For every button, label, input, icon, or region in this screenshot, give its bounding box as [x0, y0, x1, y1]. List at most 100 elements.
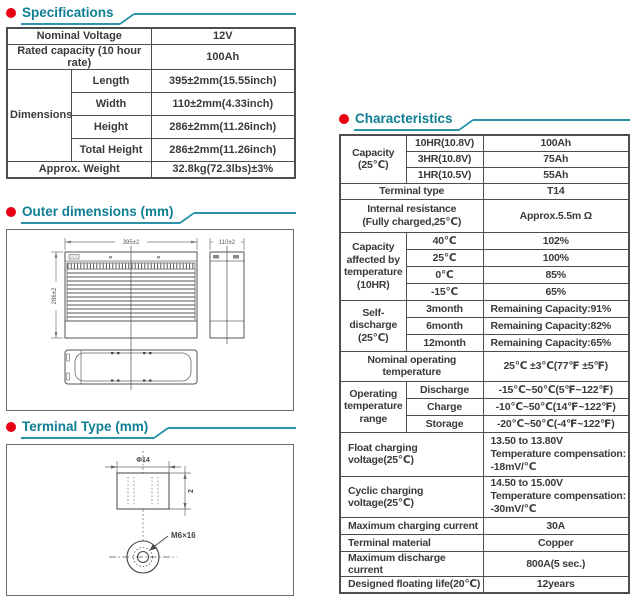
spec-value: 286±2mm(11.26inch) — [150, 114, 296, 139]
characteristics-header: Characteristics — [339, 110, 630, 132]
char-value: 102% — [482, 231, 630, 250]
char-label: Terminal material — [339, 533, 484, 552]
spec-label: Nominal Voltage — [6, 27, 152, 45]
table-row: Storage -20℃~50℃(-4℉~122℉) — [340, 414, 630, 433]
specifications-header: Specifications — [6, 4, 296, 26]
char-value: Copper — [482, 533, 630, 552]
characteristics-table: Capacity (25℃) 10HR(10.8V) 100Ah 3HR(10.… — [339, 134, 630, 594]
header-rule — [472, 119, 630, 121]
table-row: Total Height 286±2mm(11.26inch) — [7, 137, 296, 162]
char-value: 30A — [482, 516, 630, 535]
char-label: Terminal type — [339, 182, 484, 200]
table-row: Maximum discharge current 800A(5 sec.) — [339, 550, 630, 577]
char-label: Cyclic charging voltage(25℃) — [339, 475, 484, 518]
char-value: 13.50 to 13.80V Temperature compensation… — [482, 431, 630, 477]
spec-value: 12V — [150, 27, 296, 45]
spec-label: Height — [70, 114, 152, 139]
char-label: Designed floating life(20℃) — [339, 575, 484, 594]
table-row: Terminal material Copper — [339, 533, 630, 552]
bullet-icon — [6, 8, 16, 18]
spec-label: Rated capacity (10 hour rate) — [6, 43, 152, 70]
section-title: Terminal Type (mm) — [21, 418, 155, 439]
char-value: Approx.5.5m Ω — [482, 198, 630, 233]
char-value: -20℃~50℃(-4℉~122℉) — [482, 414, 630, 433]
height-dim-label: 286±2 — [52, 287, 58, 304]
table-row: Nominal operating temperature 25℃ ±3℃(77… — [339, 350, 630, 382]
char-group-label: Capacity (25℃) — [339, 134, 407, 184]
char-label: Maximum charging current — [339, 516, 484, 535]
header-rule — [193, 212, 296, 214]
table-row: Height 286±2mm(11.26inch) — [7, 114, 296, 139]
hidden-lines — [127, 477, 159, 505]
spec-label: Width — [70, 91, 152, 116]
table-row: Width 110±2mm(4.33inch) — [7, 91, 296, 116]
char-label: Float charging voltage(25℃) — [339, 431, 484, 477]
terminal-detail-drawing: Φ14 2 M6×16 — [105, 451, 196, 574]
right-column: Characteristics Capacity (25℃) 10HR(10.8… — [339, 110, 630, 594]
char-value: 55Ah — [482, 166, 630, 184]
char-value: 12years — [482, 575, 630, 594]
char-condition: 12month — [405, 333, 484, 352]
table-row: Rated capacity (10 hour rate) 100Ah — [6, 43, 296, 70]
table-row: 6month Remaining Capacity:82% — [340, 316, 630, 335]
char-condition: 3HR(10.8V) — [405, 150, 484, 168]
table-row: Maximum charging current 30A — [339, 516, 630, 535]
char-group-label: Operating temperature range — [339, 380, 407, 433]
char-condition: 3month — [405, 299, 484, 318]
table-row: Capacity (25℃) 10HR(10.8V) 100Ah — [339, 134, 630, 184]
table-row: Charge -10℃~50℃(14℉~122℉) — [340, 397, 630, 416]
char-value: 100Ah — [482, 134, 630, 152]
char-value: 85% — [482, 265, 630, 284]
char-condition: 6month — [405, 316, 484, 335]
specifications-table: Nominal Voltage 12V Rated capacity (10 h… — [6, 27, 296, 179]
table-row: Operating temperature range Discharge -1… — [339, 380, 630, 433]
table-row: 1HR(10.5V) 55Ah — [340, 166, 630, 184]
header-swoosh-icon — [458, 119, 473, 131]
char-value: Remaining Capacity:82% — [482, 316, 630, 335]
section-title: Characteristics — [354, 110, 459, 131]
char-label: Nominal operating temperature — [339, 350, 484, 382]
spec-value: 395±2mm(15.55inch) — [150, 68, 296, 93]
char-group-label: Self-discharge (25℃) — [339, 299, 407, 352]
table-row: 12month Remaining Capacity:65% — [340, 333, 630, 352]
bullet-icon — [6, 207, 16, 217]
spec-group-label: Dimensions — [6, 68, 72, 162]
table-row: Designed floating life(20℃) 12years — [339, 575, 630, 594]
table-row: Float charging voltage(25℃) 13.50 to 13.… — [339, 431, 630, 477]
header-swoosh-icon — [179, 212, 194, 224]
vent-band — [67, 263, 194, 269]
char-condition: Storage — [405, 414, 484, 433]
char-value: 75Ah — [482, 150, 630, 168]
header-swoosh-icon — [154, 427, 169, 439]
table-row: Self-discharge (25℃) 3month Remaining Ca… — [339, 299, 630, 352]
spec-value: 100Ah — [150, 43, 296, 70]
char-condition: 10HR(10.8V) — [405, 134, 484, 152]
table-row: Approx. Weight 32.8kg(72.3lbs)±3% — [6, 160, 296, 179]
table-row: Nominal Voltage 12V — [6, 27, 296, 45]
header-rule — [133, 13, 296, 15]
outer-dimensions-drawing: 395±2 110±2 286±2 — [6, 229, 294, 411]
table-row: Terminal type T14 — [339, 182, 630, 200]
table-row: Capacity affected by temperature (10HR) … — [339, 231, 630, 301]
side-width-dim-label: 110±2 — [219, 240, 236, 246]
spec-label: Approx. Weight — [6, 160, 152, 179]
char-value: -10℃~50℃(14℉~122℉) — [482, 397, 630, 416]
bullet-icon — [6, 422, 16, 432]
table-row: Cyclic charging voltage(25℃) 14.50 to 15… — [339, 475, 630, 518]
char-label: Internal resistance (Fully charged,25℃) — [339, 198, 484, 233]
terminal-height-dim-label: 2 — [188, 489, 195, 493]
char-condition: Discharge — [405, 380, 484, 399]
table-row: Internal resistance (Fully charged,25℃) … — [339, 198, 630, 233]
char-value: Remaining Capacity:65% — [482, 333, 630, 352]
char-value: T14 — [482, 182, 630, 200]
char-value: Remaining Capacity:91% — [482, 299, 630, 318]
spec-label: Length — [70, 68, 152, 93]
terminal-drawing: Φ14 2 M6×16 — [6, 444, 294, 596]
table-row: Dimensions Length 395±2mm(15.55inch) — [6, 68, 296, 162]
char-condition: 0℃ — [405, 265, 484, 284]
spec-value: 110±2mm(4.33inch) — [150, 91, 296, 116]
char-value: 65% — [482, 282, 630, 301]
char-value: 800A(5 sec.) — [482, 550, 630, 577]
header-rule — [168, 427, 296, 429]
battery-outline-drawing: 395±2 110±2 286±2 — [51, 238, 245, 390]
